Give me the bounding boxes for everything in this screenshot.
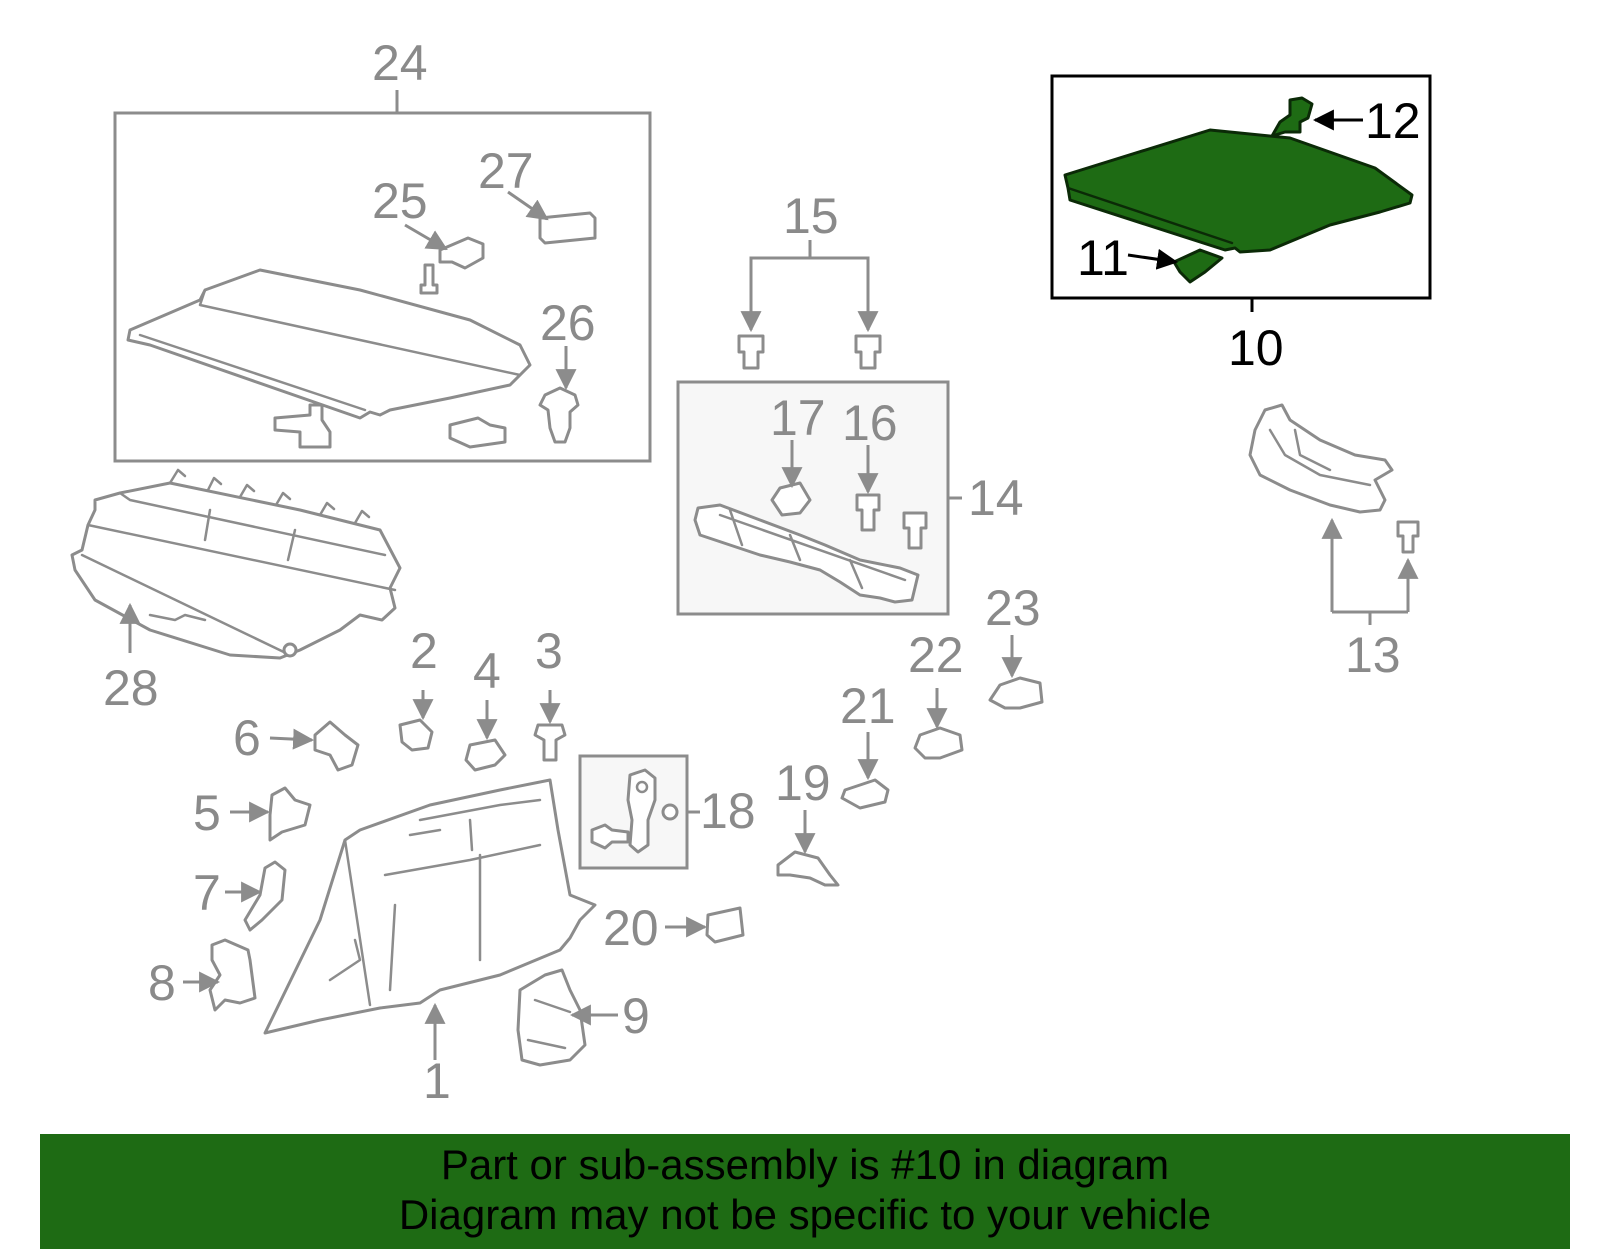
- part-8: [208, 938, 257, 1012]
- banner-line-2: Diagram may not be specific to your vehi…: [398, 1191, 1212, 1238]
- callout-3: 3: [535, 623, 563, 679]
- part-9: [516, 968, 587, 1067]
- callout-7: 7: [193, 865, 221, 921]
- callout-25: 25: [372, 173, 428, 229]
- callout-6: 6: [233, 710, 261, 766]
- callout-2: 2: [410, 623, 438, 679]
- leader-6: [269, 728, 315, 750]
- part-7: [243, 860, 287, 932]
- callout-20: 20: [603, 900, 659, 956]
- part-20-cap: [705, 906, 745, 944]
- callout-11: 11: [1077, 230, 1129, 286]
- part-21: [840, 778, 890, 810]
- callout-15: 15: [783, 188, 839, 244]
- part-4: [464, 738, 507, 772]
- part-3-clip: [533, 723, 567, 762]
- part-12-clip: [1270, 96, 1314, 138]
- part-5: [268, 786, 312, 842]
- callout-9: 9: [622, 988, 650, 1044]
- callout-4: 4: [473, 643, 501, 699]
- callout-21: 21: [840, 678, 896, 734]
- part-22: [913, 726, 964, 760]
- callout-28: 28: [103, 660, 159, 716]
- leader-11: [1127, 248, 1179, 270]
- callout-13: 13: [1345, 627, 1401, 683]
- leader-27: [507, 190, 549, 221]
- callout-8: 8: [148, 955, 176, 1011]
- callout-23: 23: [985, 580, 1041, 636]
- assembly-box-14: [676, 380, 962, 616]
- callout-1: 1: [423, 1053, 451, 1109]
- callout-16: 16: [842, 395, 898, 451]
- assembly-box-18: [578, 754, 700, 870]
- callout-24: 24: [372, 35, 428, 91]
- part-28-cargo-cover: [70, 468, 402, 660]
- callout-22: 22: [908, 627, 964, 683]
- part-2-bolt: [398, 718, 434, 752]
- leader-25: [404, 223, 448, 251]
- part-19: [776, 850, 840, 887]
- part-6: [313, 720, 360, 772]
- assembly-box-24: [113, 90, 652, 463]
- callout-14: 14: [968, 470, 1024, 526]
- callout-10: 10: [1228, 320, 1284, 376]
- part-15-bolts: [737, 240, 882, 370]
- banner-line-1: Part or sub-assembly is #10 in diagram: [440, 1141, 1170, 1188]
- callout-5: 5: [193, 785, 221, 841]
- part-11-pad: [1172, 248, 1224, 284]
- callout-27: 27: [478, 143, 534, 199]
- part-13-cover: [1248, 403, 1420, 625]
- callout-26: 26: [540, 295, 596, 351]
- callout-12: 12: [1365, 93, 1421, 149]
- part-10-floor-board: [1063, 128, 1414, 254]
- callout-17: 17: [770, 390, 826, 446]
- assembly-box-10: [1050, 74, 1432, 312]
- callout-19: 19: [775, 755, 831, 811]
- info-banner: Part or sub-assembly is #10 in diagram D…: [40, 1134, 1570, 1249]
- part-23: [988, 676, 1044, 710]
- part-1-side-trim: [263, 778, 597, 1035]
- callout-18: 18: [700, 783, 756, 839]
